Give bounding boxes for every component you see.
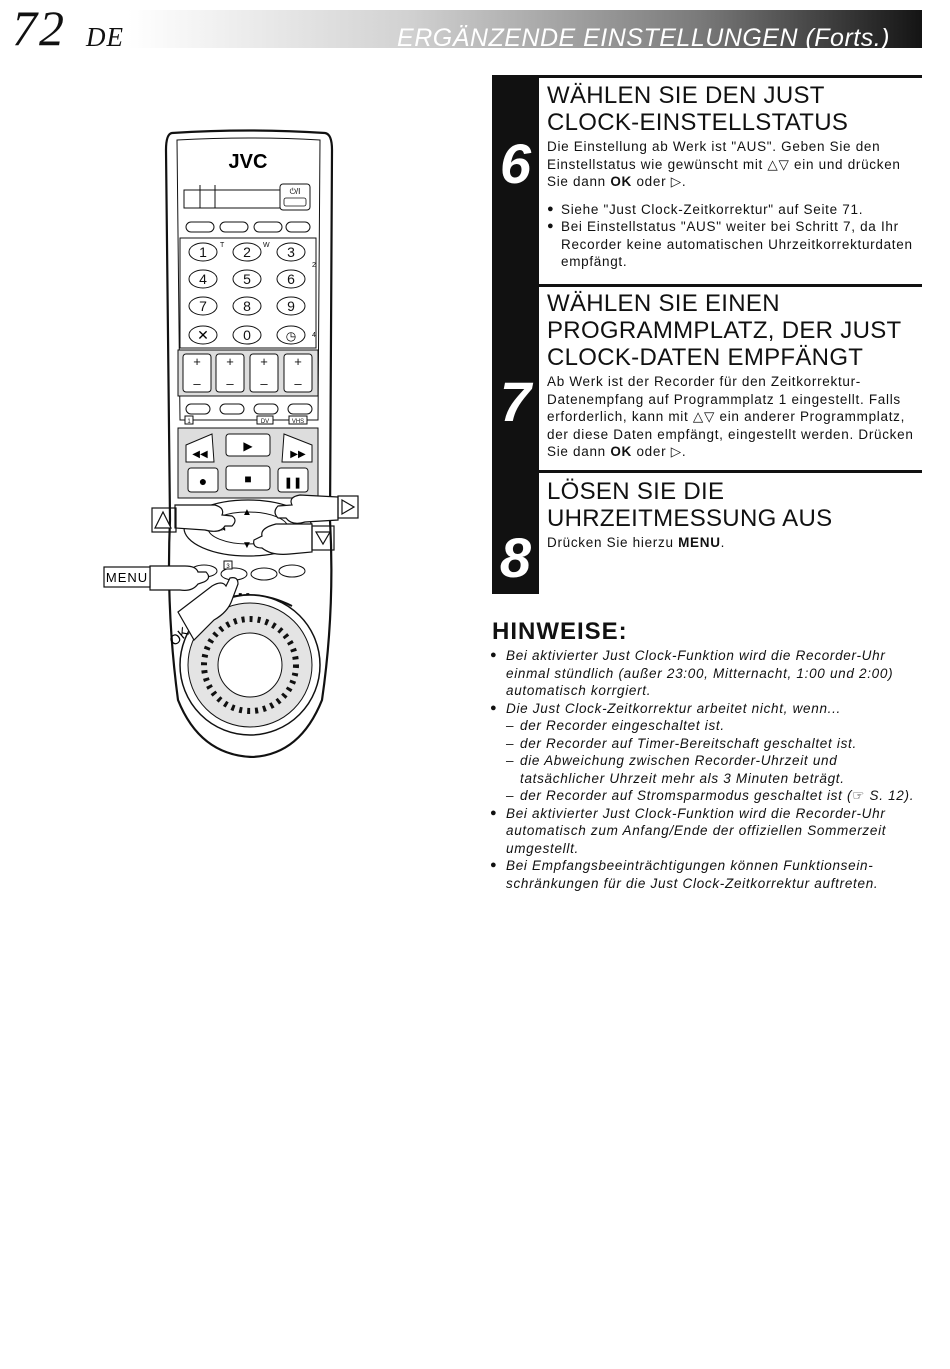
pointing-hand-menu <box>149 565 210 591</box>
ok-key-label: OK <box>610 174 633 189</box>
key-3: 3 <box>287 244 295 260</box>
page-number: 72 <box>12 0 66 56</box>
svg-text:+: + <box>226 354 234 369</box>
step-6: WÄHLEN SIE DEN JUST CLOCK-EINSTELLSTATUS… <box>547 82 922 271</box>
step-7-text-end: oder ▷. <box>632 444 687 459</box>
note-4: Bei Empfangsbeeinträchtigungen können Fu… <box>490 857 922 892</box>
step-8-text: Drücken Sie hierzu <box>547 535 679 550</box>
note-2-item-4-ref: S. 12). <box>865 788 915 803</box>
note-2: Die Just Clock-Zeitkorrektur arbeitet ni… <box>490 700 922 718</box>
note-2-item-3: die Abweichung zwischen Recorder-Uhrzeit… <box>490 752 922 770</box>
header-gradient-bar: ERGÄNZENDE EINSTELLUNGEN (Forts.) <box>128 10 922 52</box>
menu-key-label: MENU <box>678 535 721 550</box>
step-8: LÖSEN SIE DIE UHRZEITMESSUNG AUS Drücken… <box>547 478 922 552</box>
note-2-item-2: der Recorder auf Timer-Bereitschaft gesc… <box>490 735 922 753</box>
notes-title: HINWEISE: <box>492 618 628 645</box>
label-3: 3 <box>226 564 230 570</box>
note-2-item-1: der Recorder eingeschaltet ist. <box>490 717 922 735</box>
section-title: ERGÄNZENDE EINSTELLUNGEN (Forts.) <box>397 24 890 52</box>
step-8-body: Drücken Sie hierzu MENU. <box>547 534 922 552</box>
label-4: 4 <box>312 332 316 339</box>
pointing-hand-right-right <box>274 494 359 524</box>
step-8-rule <box>539 470 922 473</box>
svg-text:–: – <box>226 376 234 391</box>
timer-icon: ◷ <box>286 329 296 343</box>
pause-icon: ❚❚ <box>284 477 302 489</box>
key-7: 7 <box>199 298 207 314</box>
key-9: 9 <box>287 298 295 314</box>
down-arrow-icon: ▼ <box>242 540 252 551</box>
key-8: 8 <box>243 298 251 314</box>
record-icon: ● <box>199 473 207 489</box>
key-6: 6 <box>287 271 295 287</box>
fast-forward-icon: ▶▶ <box>290 449 306 460</box>
svg-text:+: + <box>260 354 268 369</box>
note-2-item-3-cont: tatsächlicher Uhrzeit mehr als 3 Minuten… <box>520 770 845 786</box>
up-arrow-icon: ▲ <box>242 507 252 518</box>
pointing-hand-icon: ☞ <box>852 788 866 803</box>
brand-logo: JVC <box>229 151 268 173</box>
svg-text:–: – <box>294 376 302 391</box>
key-1: 1 <box>199 244 207 260</box>
step-6-title: WÄHLEN SIE DEN JUST CLOCK-EINSTELLSTATUS <box>547 82 849 136</box>
svg-text:+: + <box>193 354 201 369</box>
note-2-item-4: der Recorder auf Stromsparmodus geschalt… <box>490 787 922 805</box>
page-header: ERGÄNZENDE EINSTELLUNGEN (Forts.) 72 DE <box>0 0 950 60</box>
ok-key-label: OK <box>610 444 633 459</box>
cancel-x-icon: ✕ <box>197 327 209 343</box>
step-6-text: Die Einstellung ab Werk ist "AUS". Geben… <box>547 139 901 189</box>
svg-text:–: – <box>193 376 201 391</box>
svg-text:–: – <box>260 376 268 391</box>
step-6-bullet-2: Bei Einstellstatus "AUS" weiter bei Schr… <box>547 218 922 271</box>
note-2-item-4-text: der Recorder auf Stromsparmodus geschalt… <box>520 788 853 803</box>
number-keypad <box>179 237 317 349</box>
notes-list: Bei aktivierter Just Clock-Funktion wird… <box>490 647 922 892</box>
key-4: 4 <box>199 271 207 287</box>
remote-control-illustration: JVC ⏻/I 1 2 3 4 5 6 7 8 9 0 ✕ ◷ T W 2 4 <box>103 129 359 758</box>
step-8-text-end: . <box>720 535 726 550</box>
label-vhs: VHS <box>292 419 304 425</box>
svg-text:+: + <box>294 354 302 369</box>
step-7-rule <box>539 284 922 287</box>
step-6-bullet-1: Siehe "Just Clock-Zeitkorrektur" auf Sei… <box>547 201 922 219</box>
key-5: 5 <box>243 271 251 287</box>
step-number-stripe <box>492 75 539 594</box>
step-number-6: 6 <box>499 132 532 195</box>
label-2: 2 <box>312 262 316 269</box>
step-number-7: 7 <box>499 370 532 433</box>
rewind-icon: ◀◀ <box>192 449 208 460</box>
stop-icon: ■ <box>244 472 251 486</box>
pointing-hand-ok <box>177 577 239 641</box>
pointing-hand-right-down <box>253 523 335 555</box>
step-6-body: Die Einstellung ab Werk ist "AUS". Geben… <box>547 138 922 191</box>
step-6-text-end: oder ▷. <box>632 174 687 189</box>
note-1: Bei aktivierter Just Clock-Funktion wird… <box>490 647 922 700</box>
key-0: 0 <box>243 327 251 343</box>
power-label: ⏻/I <box>290 187 301 196</box>
step-8-title: LÖSEN SIE DIE UHRZEITMESSUNG AUS <box>547 478 833 532</box>
menu-callout-label: MENU <box>106 570 148 585</box>
label-w: W <box>263 242 270 249</box>
play-icon: ▶ <box>243 439 253 453</box>
step-7-body: Ab Werk ist der Recorder für den Zeitkor… <box>547 373 922 461</box>
label-dv: DV <box>261 419 269 425</box>
label-1: 1 <box>187 419 191 425</box>
step-6-rule <box>539 75 922 78</box>
label-t: T <box>220 242 225 249</box>
step-7-title: WÄHLEN SIE EINEN PROGRAMMPLATZ, DER JUST… <box>547 290 902 371</box>
step-7-text: Ab Werk ist der Recorder für den Zeitkor… <box>547 374 914 459</box>
step-number-8: 8 <box>499 526 532 589</box>
step-7: WÄHLEN SIE EINEN PROGRAMMPLATZ, DER JUST… <box>547 290 922 461</box>
page-language: DE <box>86 22 124 52</box>
key-2: 2 <box>243 244 251 260</box>
pointing-hand-left-up <box>151 504 236 533</box>
note-3: Bei aktivierter Just Clock-Funktion wird… <box>490 805 922 858</box>
